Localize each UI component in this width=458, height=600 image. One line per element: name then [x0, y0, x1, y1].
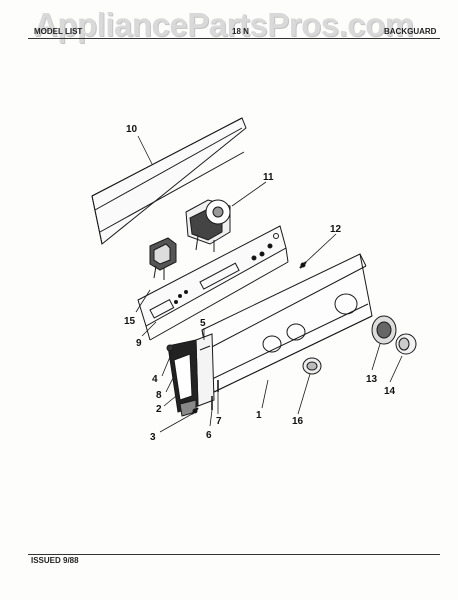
- header-section-title: BACKGUARD: [384, 27, 437, 36]
- part-4-clip: [166, 344, 174, 352]
- callout-16: 16: [292, 416, 304, 427]
- callout-12: 12: [330, 224, 342, 235]
- callout-7: 7: [216, 416, 222, 427]
- header-model-label: MODEL LIST: [34, 27, 83, 36]
- callout-6: 6: [206, 430, 212, 441]
- part-5-bracket: [195, 333, 215, 407]
- callout-1: 1: [256, 410, 262, 421]
- part-11-timer-module: [185, 199, 231, 252]
- part-12-screw: [299, 261, 307, 269]
- callout-4: 4: [152, 374, 158, 385]
- callout-8: 8: [156, 390, 162, 401]
- callout-14: 14: [384, 386, 396, 397]
- part-10-top-cover: [91, 117, 247, 245]
- part-8-end-cap: [167, 339, 199, 417]
- callout-5: 5: [200, 318, 206, 329]
- leader-lines: [135, 135, 403, 433]
- callout-2: 2: [156, 404, 162, 415]
- callout-13: 13: [366, 374, 378, 385]
- part-9-control-panel: [137, 225, 289, 341]
- part-3-screw: [191, 407, 199, 415]
- callout-9: 9: [136, 338, 142, 349]
- issued-date: ISSUED 9/88: [31, 556, 79, 565]
- watermark: AppliancePartsPros.com: [34, 6, 414, 43]
- footer-rule: [28, 554, 440, 555]
- part-6-7-screws: [211, 380, 219, 410]
- callout-labels: 10 11 12 15 9 5 4 8 2 3 6 7 1 16 13 14: [124, 124, 396, 443]
- part-16-knob: [302, 357, 322, 375]
- header-model-number: 18 N: [232, 27, 249, 36]
- header-rule: [28, 38, 440, 39]
- callout-15: 15: [124, 316, 136, 327]
- callout-3: 3: [150, 432, 156, 443]
- part-13-dial: [371, 315, 397, 345]
- callout-11: 11: [263, 172, 274, 183]
- part-15-switch: [149, 237, 177, 280]
- part-14-knob: [395, 333, 417, 355]
- callout-10: 10: [126, 124, 138, 135]
